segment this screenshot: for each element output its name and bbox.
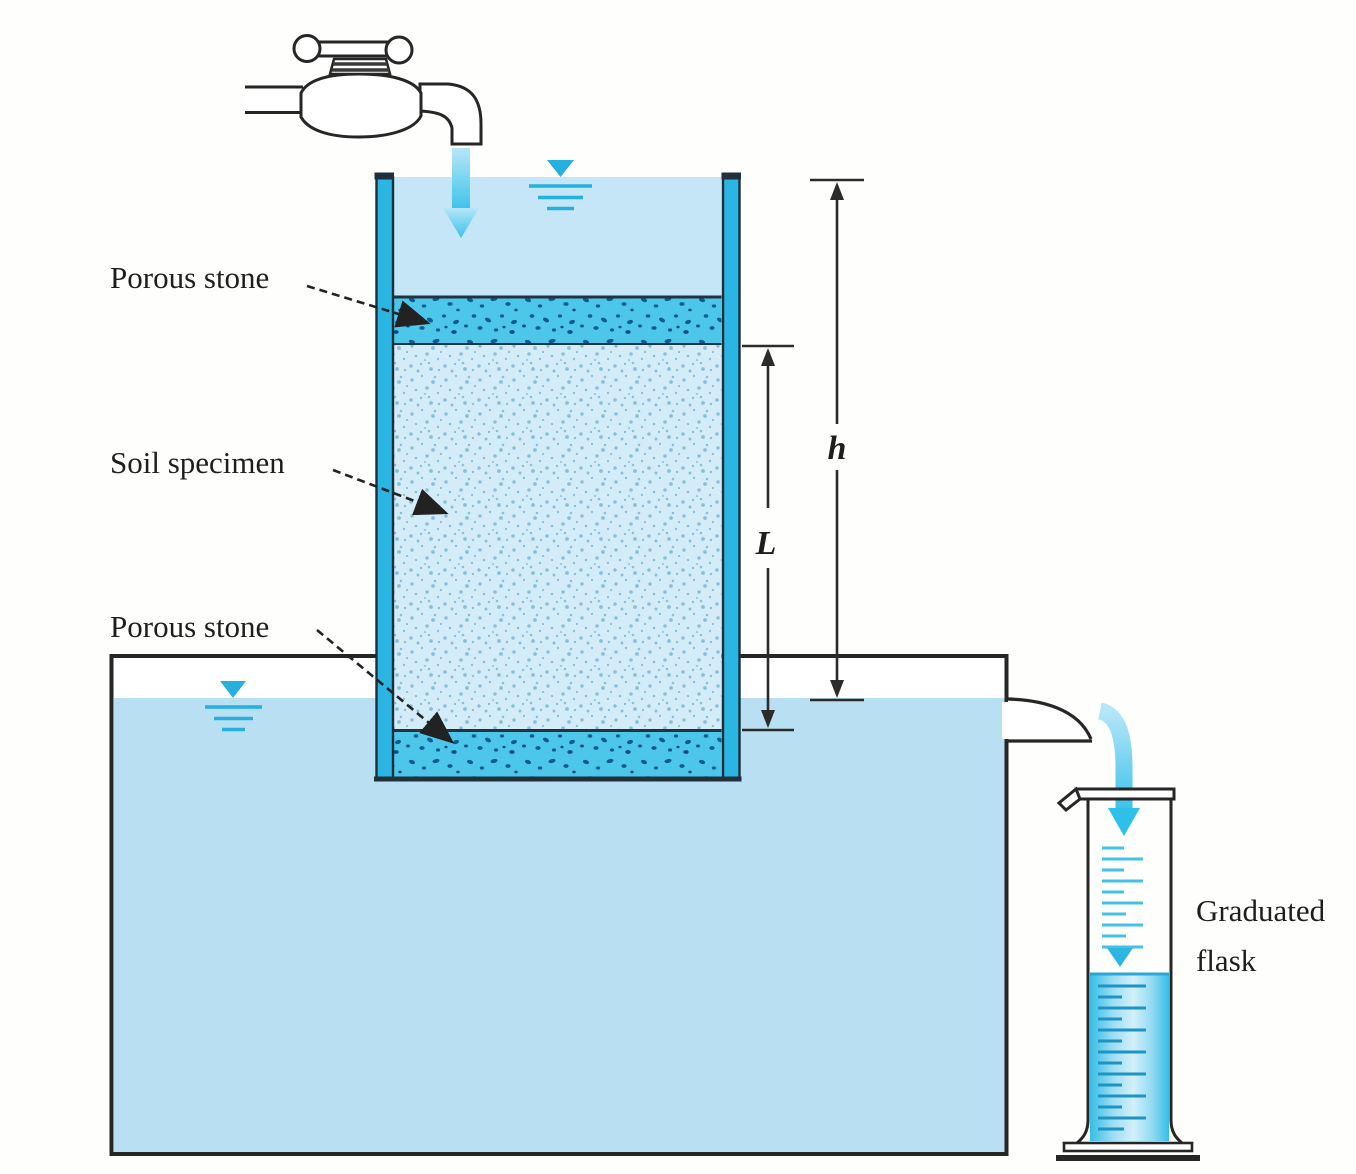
flask-rim bbox=[1056, 786, 1176, 813]
flask-walls bbox=[1076, 799, 1183, 1145]
graduated-flask bbox=[1056, 786, 1200, 1161]
flask-graduations-lower bbox=[1098, 984, 1146, 1131]
label-graduated-flask-line2: flask bbox=[1196, 943, 1257, 978]
faucet-body bbox=[299, 72, 423, 139]
leader-lines bbox=[306, 284, 455, 744]
soil-specimen-region bbox=[394, 345, 722, 731]
faucet-icon bbox=[245, 34, 483, 146]
dimension-L-label: L bbox=[755, 525, 777, 562]
flask-base bbox=[1056, 1141, 1200, 1161]
cylinder-walls bbox=[374, 172, 742, 782]
flask-graduations-upper bbox=[1102, 846, 1143, 949]
leader-soil bbox=[332, 468, 449, 516]
label-porous-stone-bottom: Porous stone bbox=[110, 609, 269, 644]
label-porous-stone-top: Porous stone bbox=[110, 260, 269, 295]
label-graduated-flask-line1: Graduated bbox=[1196, 893, 1326, 928]
porous-stone-top-layer bbox=[394, 295, 722, 346]
faucet-supply-pipe bbox=[245, 85, 303, 114]
overflow-spout bbox=[1002, 697, 1093, 743]
dimension-h bbox=[810, 178, 864, 702]
flow-arrow-outlet bbox=[1097, 702, 1140, 836]
leader-porous-bottom bbox=[316, 628, 455, 744]
label-soil-specimen: Soil specimen bbox=[110, 445, 285, 480]
dimension-h-label: h bbox=[828, 430, 847, 467]
faucet-stem bbox=[328, 57, 392, 76]
water-level-icon-tank bbox=[205, 681, 262, 732]
faucet-handle bbox=[292, 34, 414, 65]
water-level-icon-flask bbox=[1107, 948, 1133, 967]
water-level-icon-cylinder bbox=[529, 160, 592, 211]
flask-water bbox=[1090, 973, 1169, 1141]
porous-stone-bottom-layer bbox=[394, 729, 722, 778]
flow-arrow-faucet bbox=[443, 148, 479, 238]
faucet-spout bbox=[418, 82, 483, 146]
cylinder-water bbox=[394, 177, 722, 296]
leader-porous-top bbox=[306, 284, 431, 328]
permeameter-cylinder bbox=[374, 172, 742, 782]
dimension-L bbox=[742, 344, 794, 732]
